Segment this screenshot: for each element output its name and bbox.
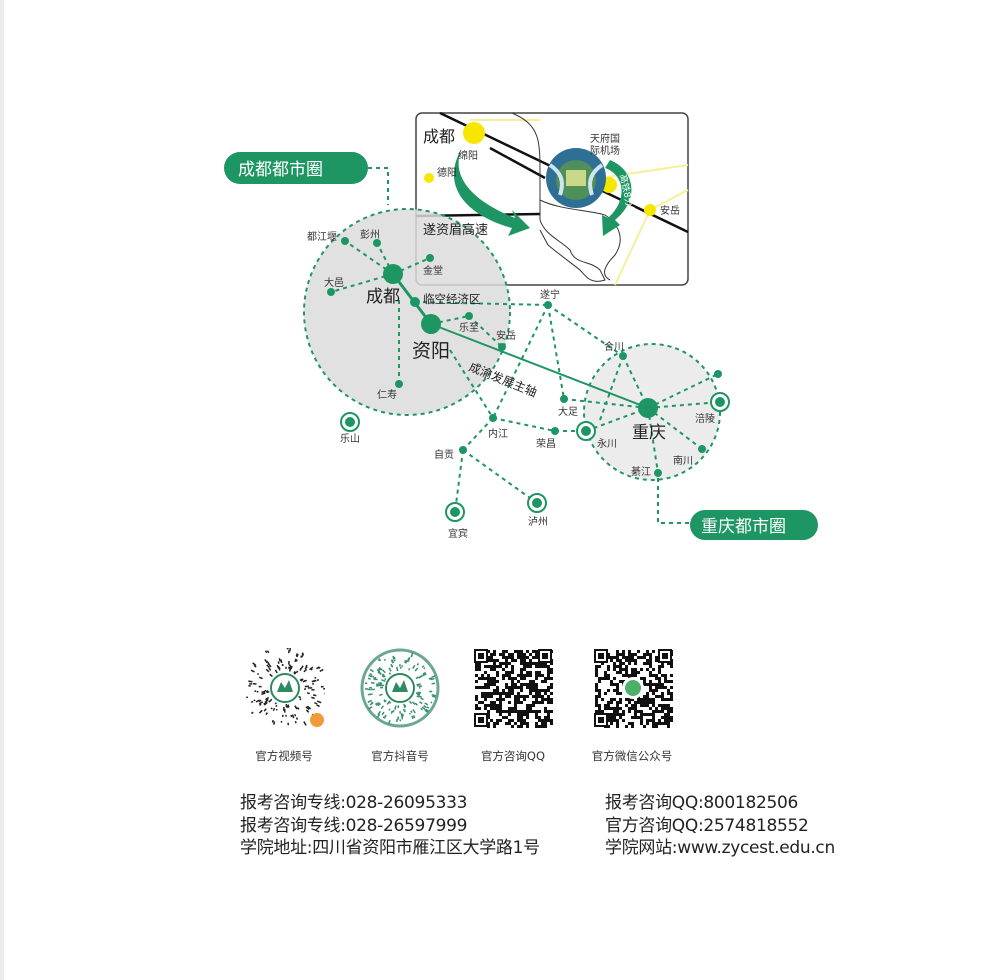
inset-anyue-label: 安岳 (660, 204, 680, 217)
inset-deyang-label: 德阳 (437, 166, 457, 179)
inset-chengdu-label: 成都 (423, 127, 455, 146)
dayi-label: 大邑 (324, 276, 344, 289)
chengdu-yellow-dot (463, 122, 485, 144)
rail-arrow-left (453, 148, 530, 236)
chongqing-node (638, 398, 658, 418)
jintang-label: 金堂 (423, 264, 443, 277)
contact-right: 报考咨询QQ:800182506 官方咨询QQ:2574818552 学院网站:… (605, 792, 835, 860)
chengdu-label: 成都 (366, 287, 400, 307)
ziyang-label: 资阳 (412, 340, 450, 362)
yongchuan-label: 永川 (597, 437, 617, 450)
qr-label-wechat: 官方微信公众号 (591, 749, 673, 763)
qq-qr-icon (474, 649, 553, 728)
anyue-label: 安岳 (496, 329, 516, 342)
page-edge (0, 0, 4, 980)
hotline-1: 报考咨询专线:028-26095333 (240, 793, 468, 813)
inset-airport-label-1: 天府国 (590, 132, 620, 145)
chengdu-node (383, 264, 403, 284)
neijiang-label: 内江 (488, 427, 508, 440)
chongqing-metro-pill: 重庆都市圈 (690, 510, 818, 540)
inset-highway-label: 遂资眉高速 (423, 222, 488, 238)
nanchuan-label: 南川 (673, 454, 693, 467)
anyue-yellow-dot (644, 204, 656, 216)
chengdu-metro-pill: 成都都市圈 (224, 152, 368, 184)
wechat-official-qr-icon (594, 649, 673, 728)
suining-label: 遂宁 (540, 288, 560, 301)
luzhou-label: 泸州 (528, 516, 548, 528)
chengdu-metro-pill-label: 成都都市圈 (238, 160, 323, 180)
rongchang-label: 荣昌 (536, 438, 556, 450)
address: 学院地址:四川省资阳市雁江区大学路1号 (240, 838, 540, 858)
leshan-label: 乐山 (340, 433, 360, 445)
main-development-axis (430, 323, 649, 409)
qq-official: 官方咨询QQ:2574818552 (605, 815, 809, 836)
city-nodes (327, 237, 722, 477)
chengdu-chongqing-map: 高铁25分钟 高铁8分钟 成都 绵阳 德阳 天府国 际机场 安岳 遂资眉高速 (224, 111, 818, 540)
pengzhou-label: 彭州 (360, 228, 380, 241)
douyin-qr-icon (360, 648, 440, 728)
chongqing-metro-pill-label: 重庆都市圈 (701, 517, 786, 537)
ziyang-node (421, 314, 441, 334)
qr-label-qq: 官方咨询QQ (480, 749, 546, 763)
qijiang-label: 綦江 (631, 465, 651, 478)
yibin-label: 宜宾 (448, 527, 468, 540)
wechat-channels-qr-icon (246, 648, 325, 727)
qr-label-video: 官方视频号 (255, 749, 313, 763)
linkong-label: 临空经济区 (423, 292, 481, 306)
hotline-2: 报考咨询专线:028-26597999 (240, 815, 468, 836)
lezhi-label: 乐至 (459, 322, 479, 334)
rail-arrow-right (602, 160, 632, 236)
hechuan-label: 合川 (604, 340, 624, 353)
deyang-yellow-dot (424, 173, 434, 183)
fuling-label: 涪陵 (695, 412, 715, 425)
chongqing-label: 重庆 (632, 423, 666, 443)
dazu-label: 大足 (558, 405, 578, 418)
ring-nodes (340, 392, 730, 522)
website[interactable]: 学院网站:www.zycest.edu.cn (605, 838, 835, 858)
airport-photo (546, 148, 606, 208)
zigong-label: 自贡 (434, 448, 454, 461)
inset-map: 高铁25分钟 高铁8分钟 成都 绵阳 德阳 天府国 际机场 安岳 (415, 111, 689, 286)
contact-left: 报考咨询专线:028-26095333 报考咨询专线:028-26597999 … (240, 792, 540, 860)
dujiangyan-label: 都江堰 (307, 231, 337, 243)
chengdu-metro-circle (303, 208, 511, 416)
qr-label-douyin: 官方抖音号 (371, 749, 429, 763)
inset-mianyang-label: 绵阳 (458, 149, 478, 162)
inset-airport-label-2: 际机场 (590, 144, 620, 157)
qq-admission: 报考咨询QQ:800182506 (605, 793, 799, 813)
renshou-label: 仁寿 (377, 388, 397, 401)
